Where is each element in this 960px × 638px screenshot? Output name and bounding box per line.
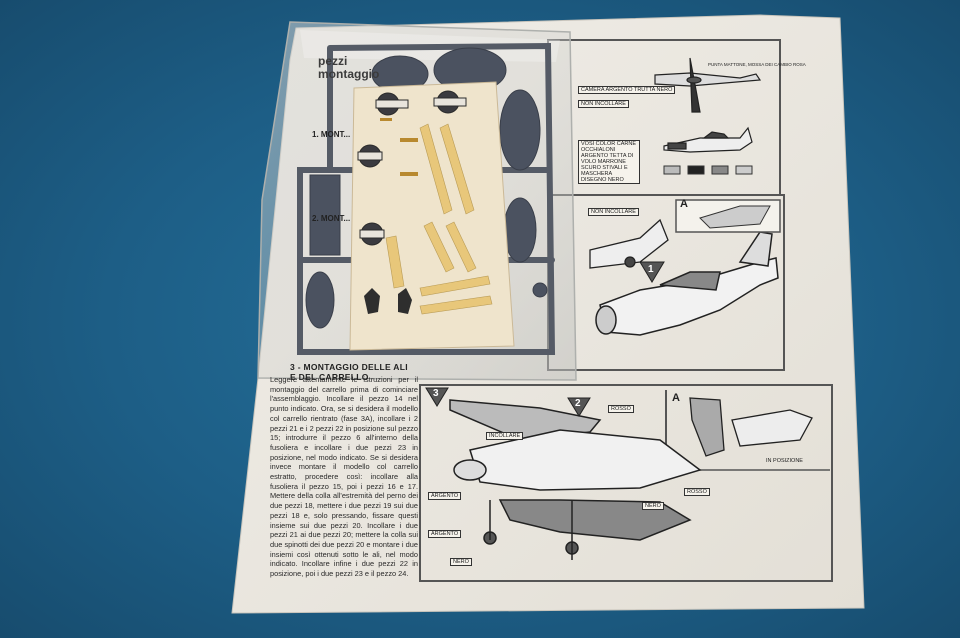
upper-fuselage-piece <box>589 218 669 269</box>
step2-heading: 2. MONT... <box>312 214 351 223</box>
callout-nero-1: NERO <box>450 558 472 566</box>
step2-marker <box>567 397 591 417</box>
callout-colors-box: VOSI COLOR CARNE OCCHIALONI ARGENTO TETT… <box>578 140 640 184</box>
decal-sheet <box>349 81 515 351</box>
decal-script-marks <box>380 118 418 176</box>
bag-sheet-heading: pezzi montaggio <box>318 54 380 81</box>
callout-scheme-top: PUNTA MATTONE, MOSSA DEI CAMBIO ROSA <box>708 62 806 67</box>
callout-rosso-2: ROSSO <box>684 488 710 496</box>
step1-number: 1 <box>648 264 654 275</box>
plane-top-view <box>654 57 762 113</box>
step3-marker <box>425 387 449 407</box>
decal-insignia <box>357 90 467 246</box>
callout-nero-2: NERO <box>642 502 664 510</box>
callout-non-incollare-top: NON INCOLLARE <box>578 100 629 108</box>
step1-heading: 1. MONT... <box>312 130 351 139</box>
wing-assembly <box>449 399 702 560</box>
fuselage-assembly <box>595 231 779 336</box>
step2-number: 2 <box>575 398 581 409</box>
callout-incollare: INCOLLARE <box>486 432 524 440</box>
step3-heading: 3 - MONTAGGIO DELLE ALI E DEL CARRELLO <box>290 362 408 382</box>
callout-non-incollare-mid: NON INCOLLARE <box>588 208 639 216</box>
instructions-paragraph: Leggere attentamente le istruzioni per i… <box>270 375 418 579</box>
paint-swatch-row <box>663 165 753 175</box>
sprue-parts <box>305 47 548 329</box>
callout-rosso-1: ROSSO <box>608 405 634 413</box>
step1-marker <box>639 261 665 283</box>
decal-stripes <box>385 123 493 315</box>
callout-argento-2: ARGENTO <box>428 530 462 538</box>
panel-a-bottom <box>689 397 813 457</box>
diagram-frame-bottom <box>419 384 833 582</box>
panel-a-bottom-label: A <box>672 392 680 404</box>
step3-number: 3 <box>433 388 439 399</box>
callout-in-posizione: IN POSIZIONE <box>766 458 803 464</box>
callout-argento-1: ARGENTO <box>428 492 462 500</box>
callout-camera: CAMERA ARGENTO TRUTTA NERO <box>578 86 676 94</box>
plane-side-view <box>663 126 753 153</box>
decal-horse-emblems <box>364 288 412 314</box>
panel-a-top-label: A <box>680 198 688 210</box>
